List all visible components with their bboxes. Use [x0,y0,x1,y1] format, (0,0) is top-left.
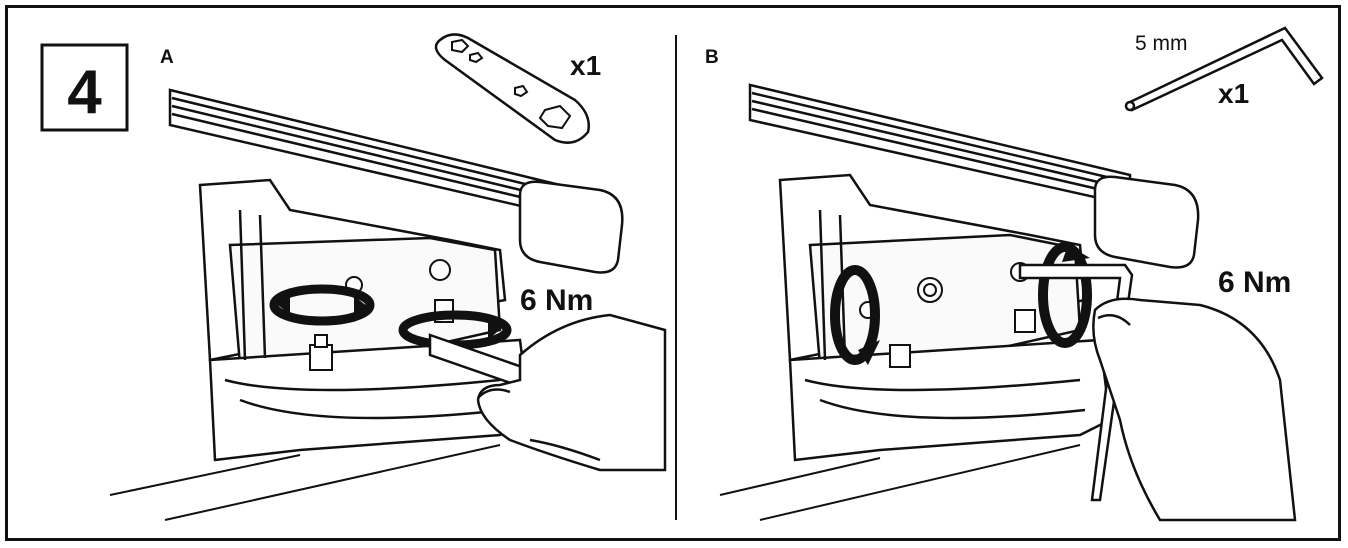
panel-b-tool-size: 5 mm [1135,32,1188,55]
hex-key-icon [1124,26,1324,112]
panel-a-torque: 6 Nm [520,284,593,317]
rotate-arrow-icon [1038,242,1092,348]
car-roof-lines [719,444,1081,521]
hand [1092,297,1297,522]
panel-a-tool-count: x1 [570,50,601,81]
step-number: 4 [67,58,102,127]
panel-b-tool-count: x1 [1218,78,1249,109]
hand [476,313,667,472]
rotate-arrow-icon [830,265,880,365]
rotate-arrow-icon [269,284,375,326]
panel-b: B 5 mm x1 [705,26,1324,522]
panel-a-label: A [160,47,174,68]
car-roof-lines [109,444,501,521]
roof-bar [748,83,1200,269]
flat-spanner-icon [434,33,590,144]
roof-foot [778,173,1112,462]
panel-a: A x1 [109,33,667,521]
step-number-box: 4 [40,43,129,132]
hex-key-in-use [1018,263,1134,502]
panel-b-torque: 6 Nm [1218,266,1291,299]
roof-bar [168,88,624,274]
panel-b-label: B [705,47,719,68]
